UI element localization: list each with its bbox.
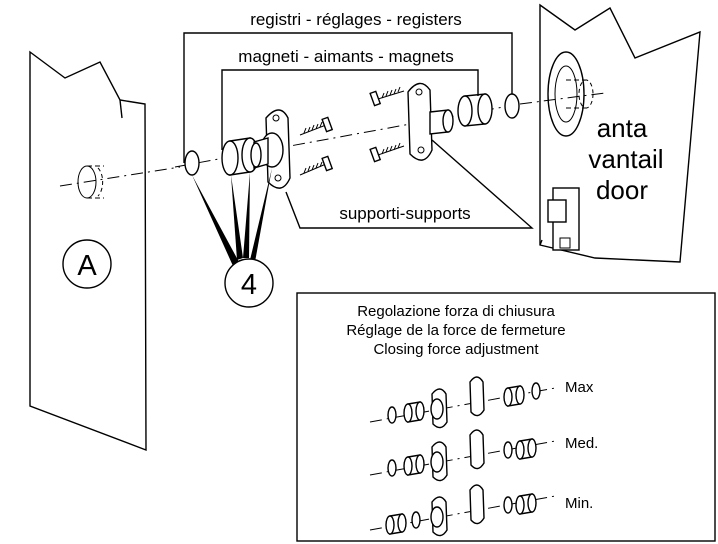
screw-lower-right	[369, 142, 405, 163]
register-disc-right	[504, 93, 520, 119]
callout-4: 4	[192, 168, 274, 308]
door-panel	[519, 3, 701, 263]
magnets-label: magneti - aimants - magnets	[238, 47, 453, 66]
screw-upper-right	[369, 86, 405, 107]
adjustment-title-fr: Réglage de la force de fermeture	[346, 322, 565, 339]
frame-panel	[29, 50, 181, 452]
adjustment-row-max: Max	[369, 376, 594, 429]
svg-text:Max: Max	[565, 379, 594, 396]
screw-upper-left	[299, 116, 334, 136]
adjustment-row-min: Min.	[369, 484, 593, 537]
registers-label: registri - réglages - registers	[250, 10, 462, 29]
support-left	[250, 109, 291, 189]
door-label-it: anta	[597, 113, 648, 143]
svg-text:4: 4	[241, 269, 257, 301]
adjustment-row-med: Med.	[369, 429, 598, 482]
magnet-right	[457, 93, 493, 127]
register-disc-left	[184, 150, 200, 176]
screw-lower-left	[299, 155, 334, 176]
supports-bracket	[285, 139, 534, 229]
supports-label: supporti-supports	[339, 204, 470, 223]
adjustment-box: Regolazione forza di chiusura Réglage de…	[296, 292, 716, 542]
door-label-fr: vantail	[588, 144, 663, 174]
magnets-bracket	[221, 69, 479, 150]
svg-text:A: A	[77, 250, 97, 282]
adjustment-title-it: Regolazione forza di chiusura	[357, 303, 555, 320]
support-right	[407, 82, 454, 161]
callout-a: A	[62, 239, 112, 289]
svg-text:Med.: Med.	[565, 435, 598, 452]
adjustment-title-en: Closing force adjustment	[373, 341, 539, 358]
svg-text:Min.: Min.	[565, 495, 593, 512]
registers-bracket	[183, 32, 513, 163]
door-label-en: door	[596, 175, 648, 205]
